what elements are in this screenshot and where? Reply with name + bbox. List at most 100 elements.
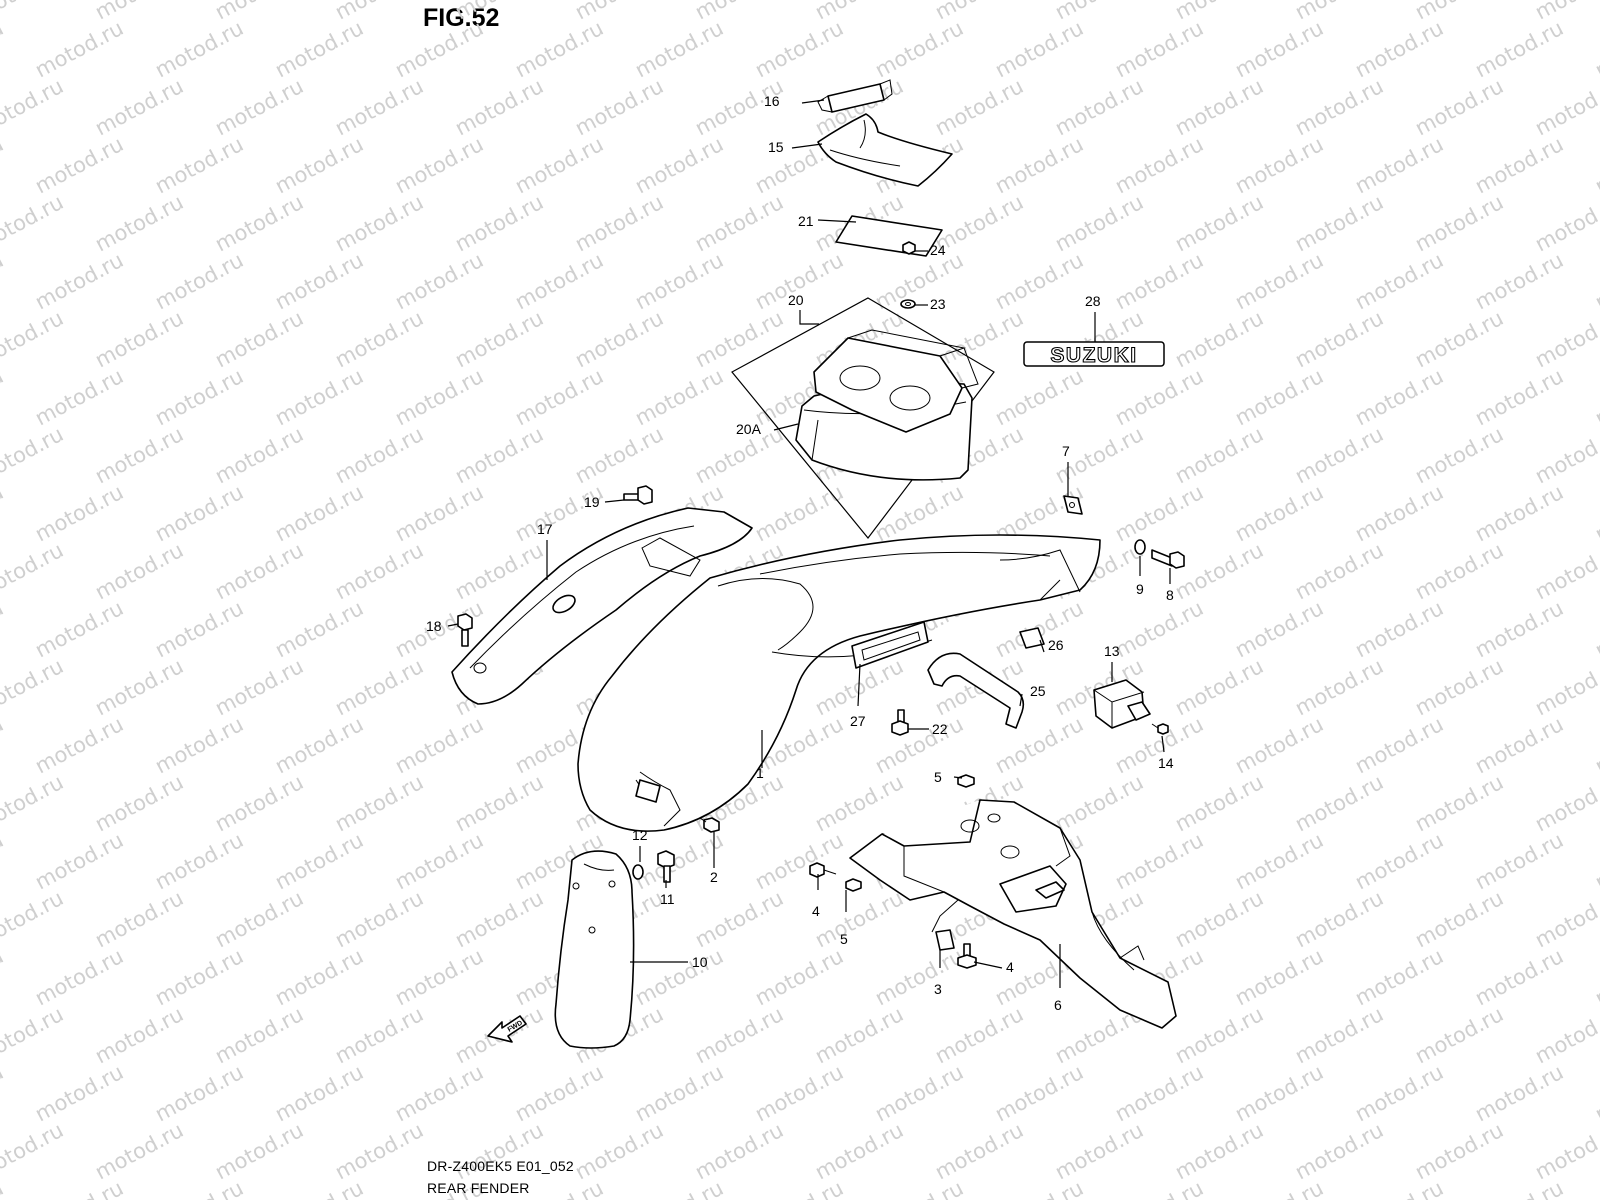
watermark-text: motod.ru <box>0 422 67 488</box>
callout-22: 22 <box>932 721 948 737</box>
watermark-text: motod.ru <box>631 1176 727 1200</box>
watermark-text: motod.ru <box>1291 190 1387 256</box>
watermark-text: motod.ru <box>271 1176 367 1200</box>
watermark-text: motod.ru <box>1471 596 1567 662</box>
watermark-text: motod.ru <box>511 364 607 430</box>
watermark-text: motod.ru <box>271 596 367 662</box>
watermark-text: motod.ru <box>91 654 187 720</box>
watermark-text: motod.ru <box>1111 480 1207 546</box>
part-nut-5-top <box>957 774 975 788</box>
watermark-text: motod.ru <box>1111 828 1207 894</box>
watermark-text: motod.ru <box>751 944 847 1010</box>
watermark-text: motod.ru <box>1231 828 1327 894</box>
watermark-text: motod.ru <box>991 364 1087 430</box>
part-washer <box>900 299 916 309</box>
watermark-text: motod.ru <box>91 538 187 604</box>
watermark-text: motod.ru <box>331 422 427 488</box>
watermark-text: motod.ru <box>991 1060 1087 1126</box>
watermark-text: motod.ru <box>451 74 547 140</box>
watermark-text: motod.ru <box>91 74 187 140</box>
watermark-text: motod.ru <box>31 944 127 1010</box>
watermark-text: motod.ru <box>511 480 607 546</box>
watermark-text: motod.ru <box>391 828 487 894</box>
watermark-text: motod.ru <box>0 654 67 720</box>
watermark-text: motod.ru <box>1591 944 1600 1010</box>
callout-27: 27 <box>850 713 866 729</box>
watermark-text: motod.ru <box>0 480 7 546</box>
watermark-text: motod.ru <box>1591 132 1600 198</box>
watermark-text: motod.ru <box>871 16 967 82</box>
part-nut-5-lower <box>845 878 862 892</box>
watermark-text: motod.ru <box>1051 74 1147 140</box>
watermark-text: motod.ru <box>31 480 127 546</box>
watermark-text: motod.ru <box>691 886 787 952</box>
callout-8: 8 <box>1166 587 1174 603</box>
callout-1: 1 <box>756 765 764 781</box>
watermark-text: motod.ru <box>0 1118 67 1184</box>
callout-4-lower: 4 <box>1006 959 1014 975</box>
watermark-text: motod.ru <box>391 480 487 546</box>
callout-numbers: 16 15 21 24 23 28 20 20A 7 19 17 18 9 8 … <box>426 93 1174 1013</box>
suzuki-emblem: SUZUKI <box>1023 341 1165 368</box>
watermark-text: motod.ru <box>271 828 367 894</box>
callout-13: 13 <box>1104 643 1120 659</box>
watermark-text: motod.ru <box>1111 248 1207 314</box>
part-bolt-4-lower <box>957 943 977 969</box>
callout-7: 7 <box>1062 443 1070 459</box>
watermark-text: motod.ru <box>0 712 7 778</box>
watermark-text: motod.ru <box>91 306 187 372</box>
watermark-text: motod.ru <box>1171 306 1267 372</box>
watermark-text: motod.ru <box>91 1002 187 1068</box>
watermark-text: motod.ru <box>1291 422 1387 488</box>
watermark-text: motod.ru <box>931 74 1027 140</box>
watermark-text: motod.ru <box>1471 1060 1567 1126</box>
watermark-text: motod.ru <box>1591 596 1600 662</box>
watermark-text: motod.ru <box>631 944 727 1010</box>
watermark-text: motod.ru <box>991 712 1087 778</box>
watermark-text: motod.ru <box>151 248 247 314</box>
part-grab-handle <box>927 652 1025 729</box>
watermark-text: motod.ru <box>1471 132 1567 198</box>
watermark-text: motod.ru <box>811 1002 907 1068</box>
watermark-text: motod.ru <box>1471 248 1567 314</box>
watermark-text: motod.ru <box>511 16 607 82</box>
part-bolt-18 <box>457 613 473 647</box>
watermark-text: motod.ru <box>211 1002 307 1068</box>
watermark-text: motod.ru <box>1591 1176 1600 1200</box>
watermark-text: motod.ru <box>1291 538 1387 604</box>
watermark-text: motod.ru <box>331 1002 427 1068</box>
callout-19: 19 <box>584 494 600 510</box>
watermark-text: motod.ru <box>1111 596 1207 662</box>
watermark-text: motod.ru <box>1171 190 1267 256</box>
watermark-text: motod.ru <box>871 712 967 778</box>
watermark-text: motod.ru <box>451 190 547 256</box>
watermark-text: motod.ru <box>1231 596 1327 662</box>
watermark-text: motod.ru <box>1171 1002 1267 1068</box>
watermark-text: motod.ru <box>691 1002 787 1068</box>
watermark-text: motod.ru <box>31 596 127 662</box>
callout-11: 11 <box>660 891 675 907</box>
watermark-text: motod.ru <box>1411 1118 1507 1184</box>
watermark-text: motod.ru <box>1351 480 1447 546</box>
watermark-text: motod.ru <box>1351 1060 1447 1126</box>
watermark-text: motod.ru <box>991 248 1087 314</box>
watermark-text: motod.ru <box>1531 0 1600 24</box>
watermark-text: motod.ru <box>1111 132 1207 198</box>
watermark-text: motod.ru <box>511 1060 607 1126</box>
part-screw-14 <box>1151 723 1169 735</box>
watermark-text: motod.ru <box>211 654 307 720</box>
watermark-text: motod.ru <box>451 306 547 372</box>
watermark-text: motod.ru <box>0 944 7 1010</box>
watermark-text: motod.ru <box>0 1002 67 1068</box>
part-mud-guard <box>554 850 635 1049</box>
watermark-text: motod.ru <box>1231 712 1327 778</box>
watermark-text: motod.ru <box>271 712 367 778</box>
watermark-text: motod.ru <box>1231 944 1327 1010</box>
watermark-text: motod.ru <box>0 1176 7 1200</box>
watermark-text: motod.ru <box>1171 886 1267 952</box>
watermark-text: motod.ru <box>571 306 667 372</box>
watermark-text: motod.ru <box>1531 1002 1600 1068</box>
watermark-text: motod.ru <box>1171 538 1267 604</box>
watermark-text: motod.ru <box>91 770 187 836</box>
watermark-text: motod.ru <box>211 1118 307 1184</box>
